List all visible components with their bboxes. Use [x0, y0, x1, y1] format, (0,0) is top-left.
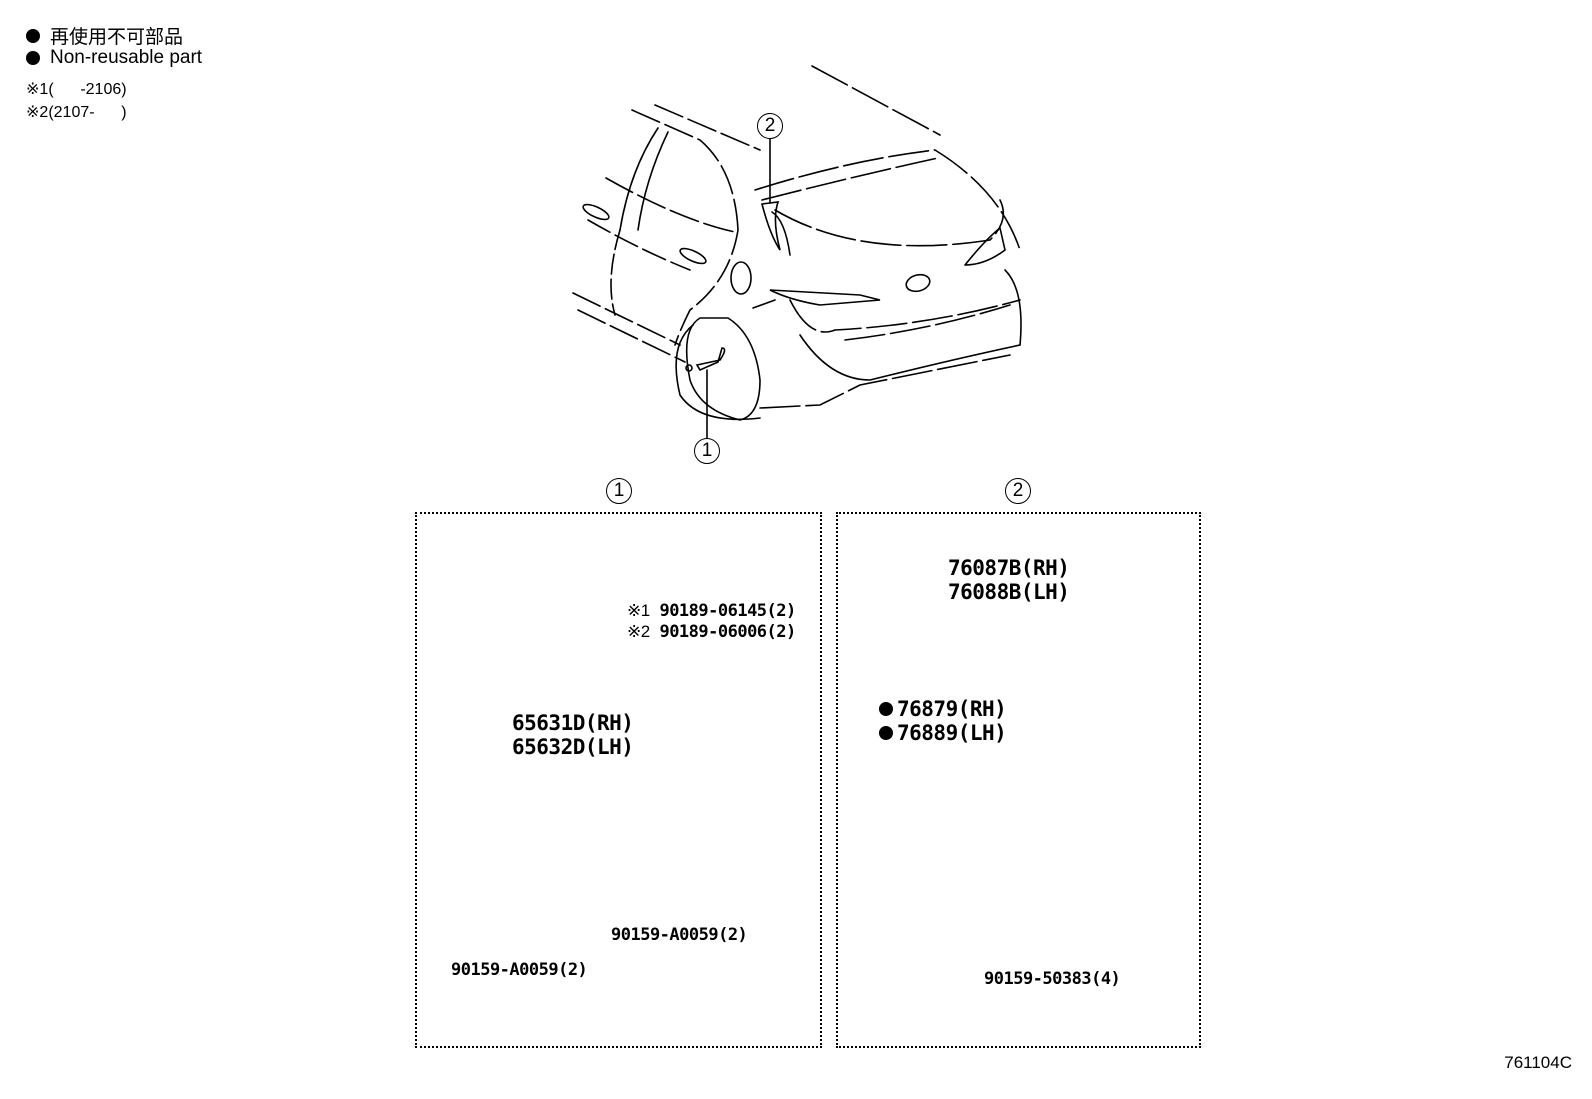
note-range: ( -2106) — [48, 81, 127, 98]
note-mark: ※1 — [627, 601, 650, 620]
panel-1-title: 1 — [606, 478, 632, 504]
legend-note-2: ※2(2107- ) — [26, 102, 127, 122]
part-number-spoiler-rh: 76087B(RH) — [948, 556, 1070, 580]
note-range: (2107- ) — [48, 104, 127, 121]
part-number-nut: 90159-50383(4) — [984, 969, 1121, 989]
non-reusable-dot-icon — [879, 726, 893, 740]
part-number-clip-lh: 76889(LH) — [879, 721, 1007, 745]
panel-2-spoiler — [836, 512, 1201, 1048]
legend-label: 再使用不可部品 — [50, 27, 184, 48]
callout-label: 2 — [764, 115, 776, 136]
part-number-bolt-center: 90159-A0059(2) — [611, 925, 748, 945]
note-mark: ※2 — [627, 622, 650, 641]
part-number: 76879(RH) — [897, 697, 1007, 721]
panel-2-title: 2 — [1005, 478, 1031, 504]
non-reusable-dot-icon — [26, 51, 40, 65]
panel-title-label: 2 — [1012, 480, 1024, 501]
note-mark: ※1 — [26, 81, 49, 98]
legend-item-japanese: 再使用不可部品 — [26, 22, 183, 49]
part-number-spoiler-lh: 76088B(LH) — [948, 580, 1070, 604]
part-number: 90189-06006(2) — [659, 622, 796, 642]
legend-label: Non-reusable part — [50, 47, 203, 68]
legend-item-english: Non-reusable part — [26, 47, 202, 69]
note-mark: ※2 — [26, 104, 49, 121]
panel-1-mudguard — [415, 512, 822, 1048]
part-number-clip-rh: 76879(RH) — [879, 697, 1007, 721]
non-reusable-dot-icon — [26, 28, 40, 43]
non-reusable-dot-icon — [879, 702, 893, 716]
callout-2-overview: 2 — [757, 113, 783, 139]
part-number-mudguard-lh: 65632D(LH) — [512, 735, 634, 759]
part-number: 76889(LH) — [897, 721, 1007, 745]
part-number: 90189-06145(2) — [659, 601, 796, 621]
callout-1-overview: 1 — [694, 438, 720, 464]
figure-number: 761104C — [1504, 1053, 1572, 1072]
legend-note-1: ※1( -2106) — [26, 79, 127, 99]
callout-label: 1 — [701, 440, 713, 461]
part-number-mudguard-rh: 65631D(RH) — [512, 711, 634, 735]
part-number-clip-note1: ※1 90189-06145(2) — [627, 601, 796, 621]
panel-title-label: 1 — [613, 480, 625, 501]
part-number-clip-note2: ※2 90189-06006(2) — [627, 622, 796, 642]
part-number-screw-left: 90159-A0059(2) — [451, 960, 588, 980]
